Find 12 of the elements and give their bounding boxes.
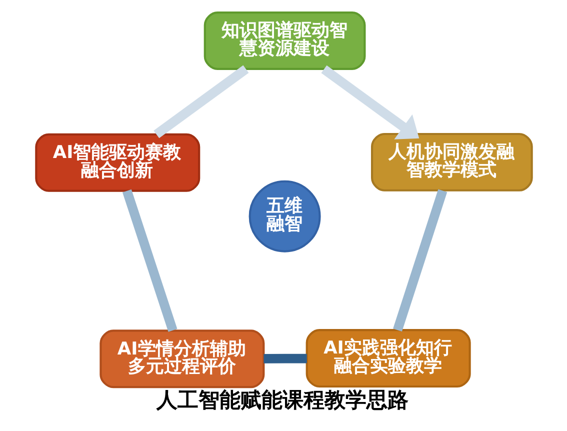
node-circle: 五维融智 (248, 180, 320, 252)
node-box: AI实践强化知行融合实验教学 (305, 329, 470, 388)
caption: 人工智能赋能课程教学思路 (156, 388, 408, 412)
node-box: AI智能驱动赛教融合创新 (34, 133, 200, 192)
connector (153, 65, 248, 138)
connector (392, 189, 447, 332)
node-box: AI学情分析辅助多元过程评价 (99, 330, 264, 388)
connector (122, 189, 177, 332)
connector (263, 354, 306, 364)
arrow (320, 65, 419, 140)
node-box: 知识图谱驱动智慧资源建设 (203, 12, 366, 70)
node-box: 人机协同激发融智教学模式 (370, 132, 532, 192)
